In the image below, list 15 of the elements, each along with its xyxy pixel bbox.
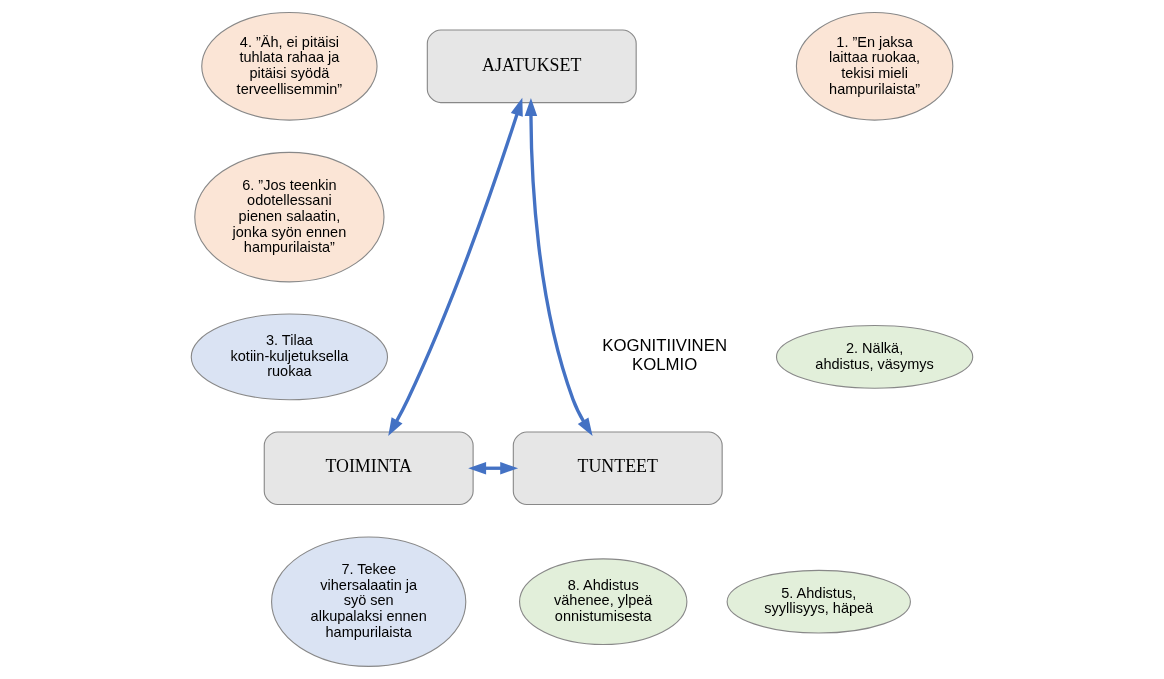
node-ellipse: 8. Ahdistus vähenee, ylpeä onnistumisesta xyxy=(519,558,688,646)
node-box: TUNTEET xyxy=(512,431,723,506)
node-ellipse: 5. Ahdistus, syyllisyys, häpeä xyxy=(726,569,911,634)
node-ellipse: 3. Tilaa kotiin-kuljetuksella ruokaa xyxy=(190,313,389,401)
node-ellipse: 1. ”En jaksa laittaa ruokaa, tekisi mieli hampurilaista” xyxy=(795,11,954,121)
arrow xyxy=(524,98,593,436)
node-box: TOIMINTA xyxy=(263,431,474,506)
node-ellipse: 4. ”Äh, ei pitäisi tuhlata rahaa ja pitäisi syödä terveellisemmin” xyxy=(201,11,378,121)
node-ellipse: 2. Nälkä, ahdistus, väsymys xyxy=(775,325,974,389)
arrow xyxy=(388,97,523,436)
label: KOGNITIIVINEN KOLMIO xyxy=(602,336,727,375)
arrow xyxy=(468,461,519,475)
node-ellipse: 6. ”Jos teenkin odotellessani pienen salaatin, jonka syön ennen hampurilaista” xyxy=(194,151,385,283)
node-ellipse: 7. Tekee vihersalaatin ja syö sen alkupalaksi ennen hampurilaista xyxy=(271,536,467,667)
node-box: AJATUKSET xyxy=(426,29,637,104)
